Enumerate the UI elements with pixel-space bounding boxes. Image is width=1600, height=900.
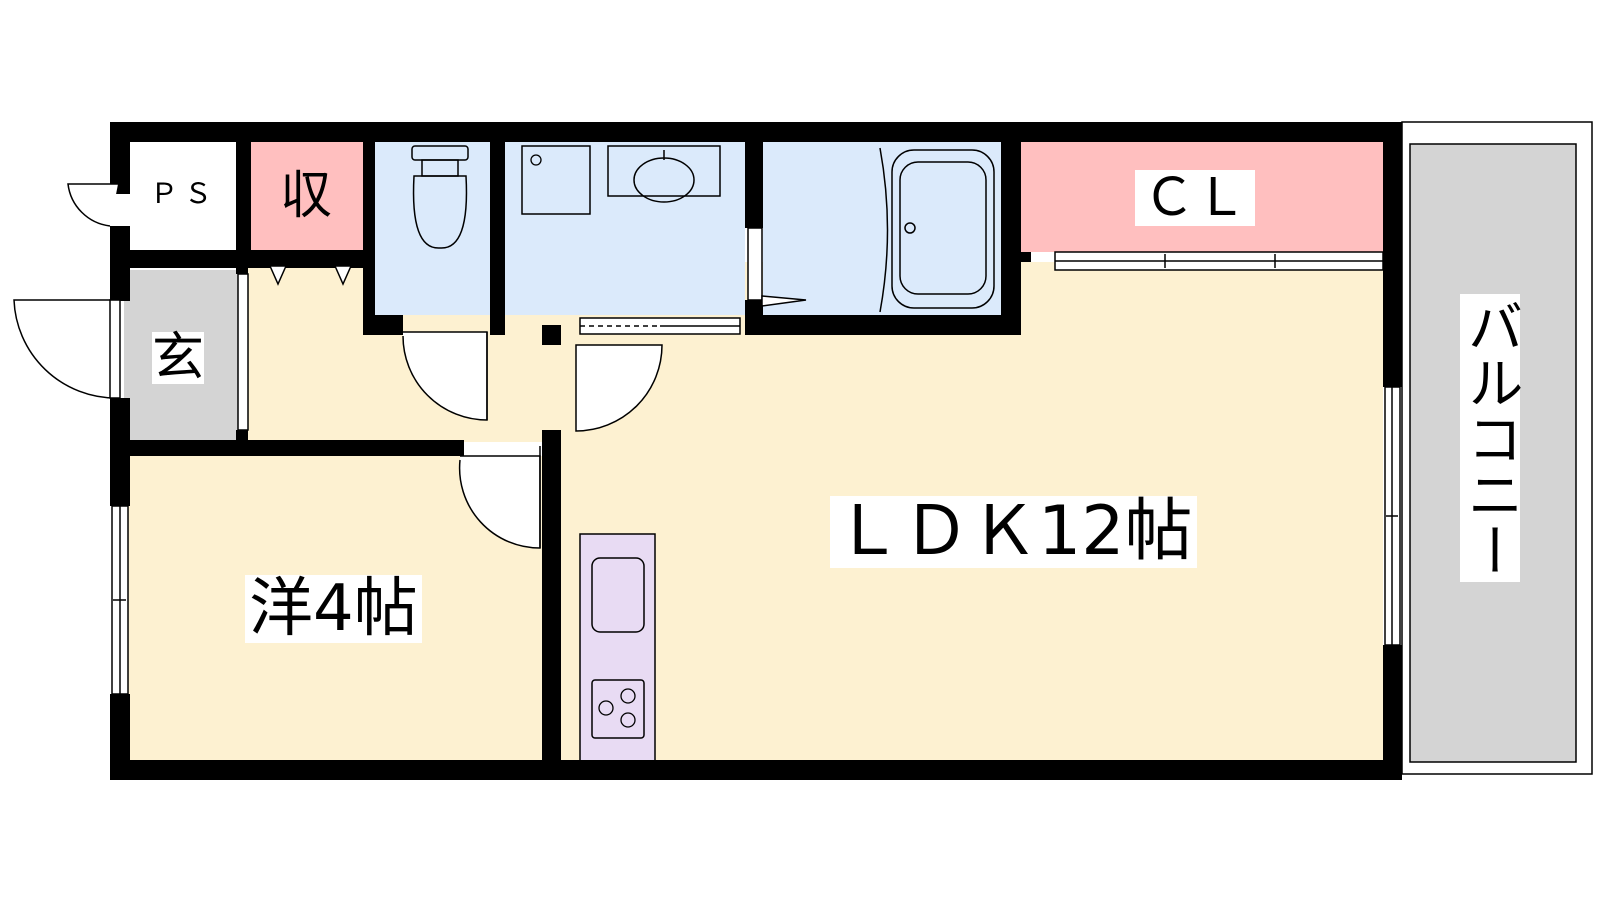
- toilet-floor: [375, 140, 490, 315]
- ldk-label: ＬＤＫ12帖: [830, 496, 1197, 568]
- western-room-door-swing: [458, 455, 541, 549]
- bathroom-curved-wall: [879, 147, 889, 313]
- storage-door-left: [269, 265, 287, 286]
- balcony-label: バルコニー: [1458, 294, 1523, 582]
- washbasin-icon: [607, 145, 721, 203]
- ps-label: ＰＳ: [150, 177, 219, 210]
- door-swings: [13, 183, 807, 549]
- ps-door-swing: [67, 183, 118, 227]
- bathroom-door-swing: [761, 295, 807, 307]
- closet-label: ＣＬ: [1135, 170, 1256, 226]
- stove-icon: [591, 679, 645, 739]
- burner-icon: [620, 688, 636, 704]
- western-room-label: 洋4帖: [245, 575, 422, 643]
- burner-icon: [620, 712, 636, 728]
- walls: [110, 122, 1402, 780]
- entrance-label: 玄: [152, 328, 205, 388]
- washing-machine-drain-icon: [530, 154, 542, 166]
- toilet-door-swing: [402, 331, 488, 421]
- storage-floor: [251, 140, 363, 252]
- washroom-floor: [505, 140, 745, 315]
- burner-icon: [598, 700, 614, 716]
- entrance-side-window: [237, 273, 249, 431]
- windows: [111, 227, 1401, 695]
- front-door-swing: [13, 299, 117, 399]
- toilet-icon: [411, 145, 469, 249]
- ldk-door-swing: [575, 344, 663, 432]
- bathroom-door-frame: [747, 227, 763, 301]
- bathtub-icon: [891, 149, 995, 309]
- storage-label: 収: [280, 166, 333, 226]
- kitchen-sink-icon: [591, 557, 645, 633]
- storage-door-right: [334, 265, 352, 286]
- washing-machine-icon: [521, 145, 591, 215]
